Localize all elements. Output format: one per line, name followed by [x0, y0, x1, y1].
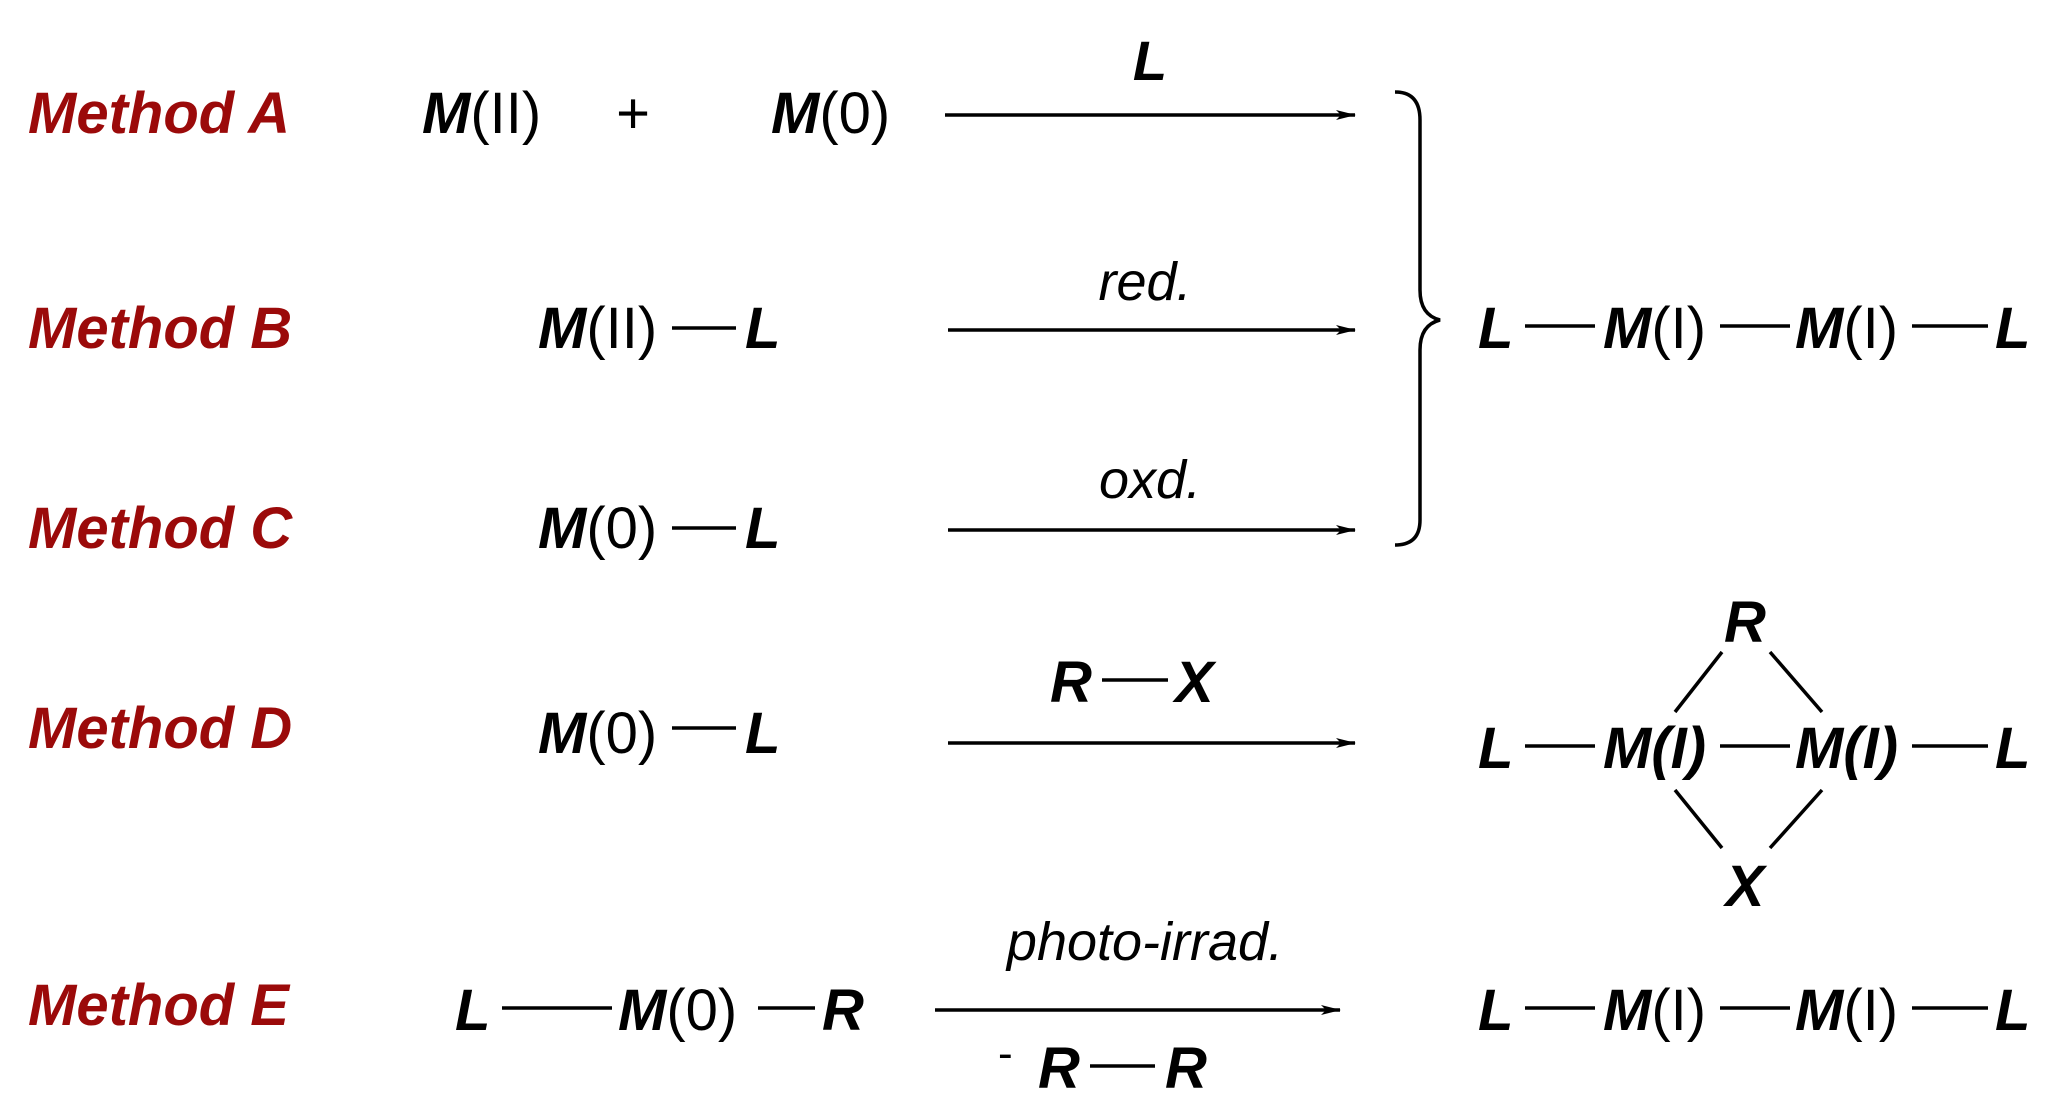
bridge-bond [1768, 650, 1824, 714]
metal-symbol: M [1795, 716, 1845, 781]
metal-symbol: M [1603, 716, 1653, 781]
metal-symbol: M [1603, 978, 1653, 1043]
method-d-reactant: M(0) L [538, 701, 780, 766]
metal-i-center: M(I) [1795, 978, 1898, 1043]
ligand: L [1478, 978, 1513, 1043]
metal-i-center: M(I) [1603, 716, 1706, 781]
method-e-label: Method E [28, 973, 291, 1038]
oxidation-state: (0) [819, 81, 890, 146]
metal-zero-center: M(0) [618, 978, 737, 1043]
metal-i-center: M(I) [1795, 716, 1898, 781]
metal-ii-reagent: M(II) [422, 81, 541, 146]
grouping-brace [1394, 90, 1441, 547]
oxidation-state: (II) [470, 81, 541, 146]
oxidation-state: (I) [1651, 978, 1706, 1043]
metal-i-center: M(I) [1603, 978, 1706, 1043]
method-d-condition: R X [1050, 650, 1217, 715]
bridging-alkyl: R [1724, 590, 1766, 655]
metal-symbol: M [422, 81, 472, 146]
ligand: L [1478, 716, 1513, 781]
bridged-dimer-product-d: R L M(I) M(I) L X [1478, 590, 2030, 919]
method-c-label: Method C [28, 496, 293, 561]
oxidation-state: (I) [1843, 716, 1898, 781]
bridging-halide: X [1723, 854, 1768, 919]
ligand: L [745, 496, 780, 561]
metal-symbol: M [618, 978, 668, 1043]
ligand: L [1995, 978, 2030, 1043]
metal-symbol: M [538, 701, 588, 766]
method-c-condition: oxd. [1099, 450, 1201, 510]
bridge-bond [1673, 788, 1724, 850]
minus-sign: - [998, 1029, 1013, 1078]
oxidation-state: (I) [1843, 296, 1898, 361]
ligand: L [1995, 716, 2030, 781]
oxidation-state: (I) [1843, 978, 1898, 1043]
ligand: L [455, 978, 490, 1043]
method-e-reactant: L M(0) R [455, 978, 864, 1043]
oxidation-state: (0) [586, 496, 657, 561]
alkyl-group: R [1050, 650, 1092, 715]
method-c-reactant: M(0) L [538, 496, 780, 561]
oxidation-state: (I) [1651, 716, 1706, 781]
plus-sign: + [616, 81, 650, 146]
metal-i-center: M(I) [1603, 296, 1706, 361]
metal-symbol: M [1795, 978, 1845, 1043]
ligand: L [1995, 296, 2030, 361]
metal-symbol: M [538, 296, 588, 361]
ligand: L [745, 296, 780, 361]
metal-zero-reagent: M(0) [771, 81, 890, 146]
metal-zero-complex: M(0) [538, 496, 657, 561]
oxidation-state: (0) [586, 701, 657, 766]
bridge-bond [1768, 788, 1824, 850]
dimer-product-abc: L M(I) M(I) L [1478, 296, 2030, 361]
metal-symbol: M [538, 496, 588, 561]
method-a-reactants: M(II) + M(0) [422, 81, 890, 146]
metal-zero-complex: M(0) [538, 701, 657, 766]
method-d-label: Method D [28, 696, 292, 761]
method-a-label: Method A [28, 81, 290, 146]
method-e-condition-bottom: - R R [998, 1029, 1207, 1101]
oxidation-state: (I) [1651, 296, 1706, 361]
dimer-product-e: L M(I) M(I) L [1478, 978, 2030, 1043]
oxidation-state: (II) [586, 296, 657, 361]
oxidation-state: (0) [666, 978, 737, 1043]
ligand: L [745, 701, 780, 766]
metal-symbol: M [1795, 296, 1845, 361]
alkyl-group: R [1165, 1036, 1207, 1101]
halide: X [1172, 650, 1217, 715]
method-b-label: Method B [28, 296, 292, 361]
method-a-condition: L [1133, 29, 1167, 92]
metal-symbol: M [1603, 296, 1653, 361]
method-b-reactant: M(II) L [538, 296, 780, 361]
method-e-condition-top: photo-irrad. [1005, 912, 1283, 972]
bridge-bond [1673, 650, 1724, 714]
alkyl-group: R [822, 978, 864, 1043]
alkyl-group: R [1038, 1036, 1080, 1101]
metal-i-center: M(I) [1795, 296, 1898, 361]
metal-ii-complex: M(II) [538, 296, 657, 361]
metal-symbol: M [771, 81, 821, 146]
method-b-condition: red. [1098, 252, 1191, 312]
ligand: L [1478, 296, 1513, 361]
